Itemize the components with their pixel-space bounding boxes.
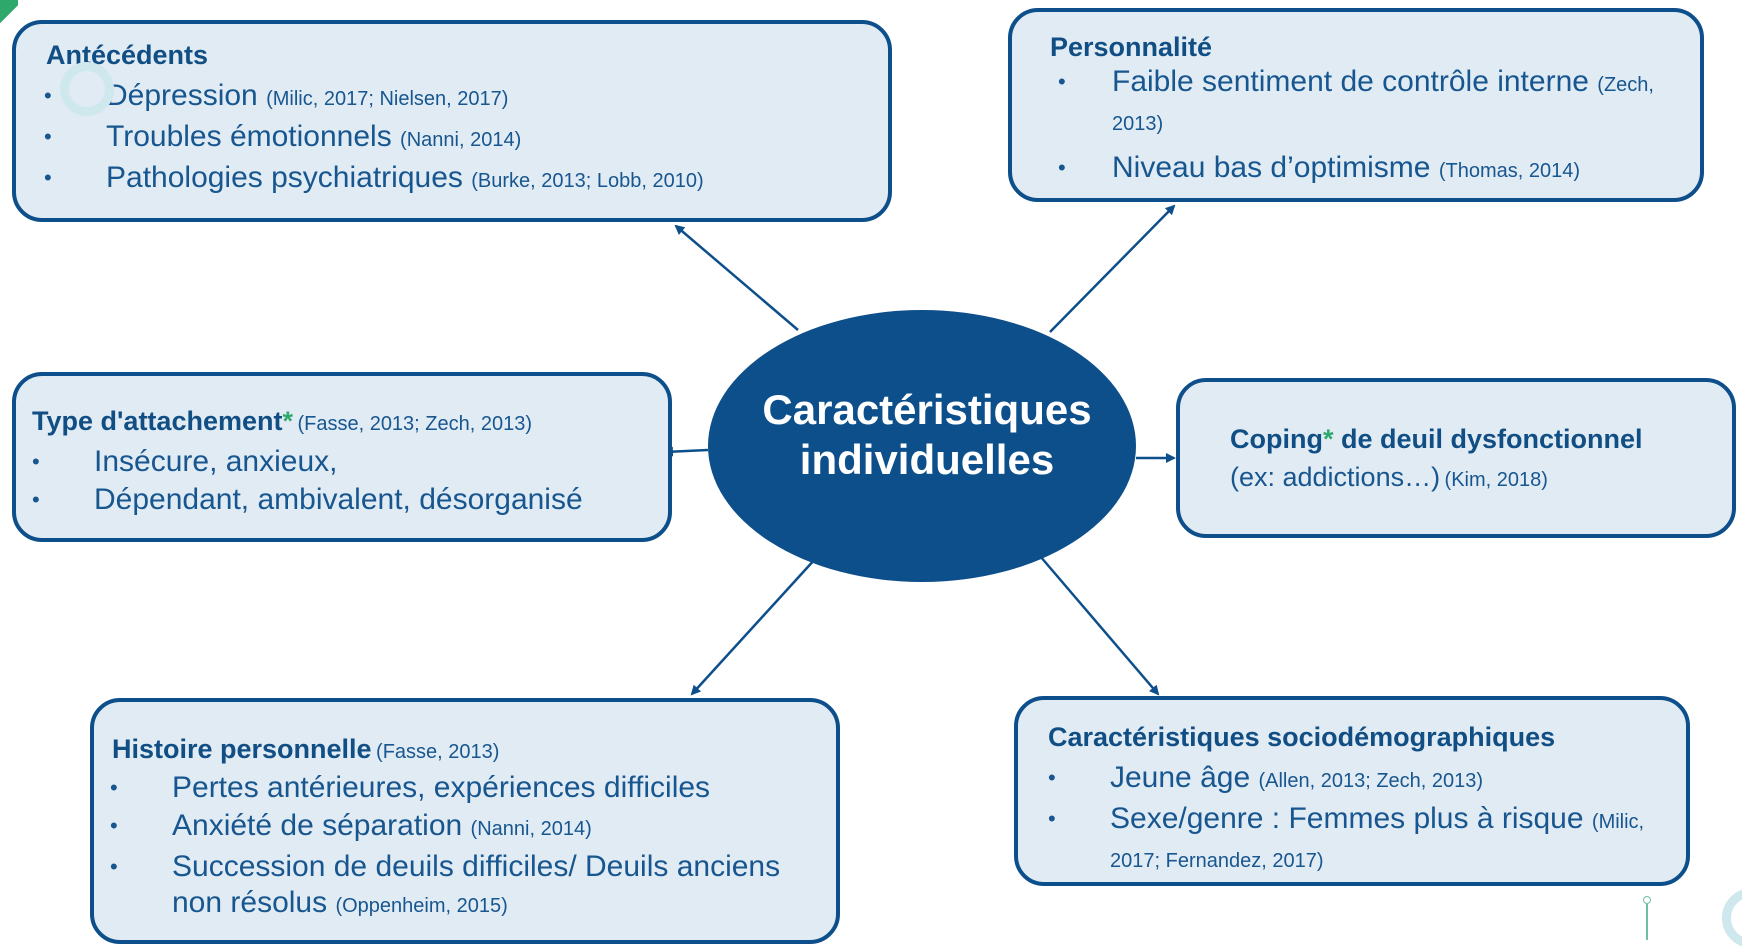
bullet: •: [110, 854, 118, 879]
corner-decoration: [0, 0, 18, 28]
bullet: •: [1058, 69, 1066, 94]
arrow-to-socio: [1039, 555, 1160, 696]
list-item: • Succession de deuils difficiles/ Deuils…: [110, 849, 832, 924]
antecedents-item-text: Dépression: [106, 79, 258, 112]
pin-decoration: [1643, 896, 1651, 940]
histoire-item-text: Succession de deuils difficiles/ Deuils …: [172, 850, 781, 919]
list-item: • Dépression (Milic, 2017; Nielsen, 2017): [44, 78, 886, 117]
personnalite-item-cite: (Zech, 2013): [1112, 74, 1654, 135]
list-item: • Niveau bas d’optimisme (Thomas, 2014): [1058, 150, 1692, 189]
antecedents-item-text: Troubles émotionnels: [106, 120, 392, 153]
antecedents-box: Antécédents •Dépression (Milic, 2017; Ni…: [12, 20, 892, 222]
arrow-to-attachement: [663, 446, 709, 457]
personnalite-box: Personnalité • Faible sentiment de contrô…: [1008, 8, 1704, 202]
bullet: •: [1058, 155, 1066, 180]
list-item: • Pertes antérieures, expériences diffici…: [110, 770, 832, 806]
bullet: •: [1048, 806, 1056, 831]
list-item: • Jeune âge (Allen, 2013; Zech, 2013): [1048, 760, 1680, 799]
personnalite-item-text: Faible sentiment de contrôle interne: [1112, 65, 1589, 98]
personnalite-item-cite: (Thomas, 2014): [1438, 160, 1580, 182]
list-item: • Anxiété de séparation (Nanni, 2014): [110, 808, 832, 847]
bullet: •: [1048, 765, 1056, 790]
center-ellipse: [708, 310, 1136, 582]
coping-example: (ex: addictions…): [1230, 462, 1441, 492]
personnalite-item-text: Niveau bas d’optimisme: [1112, 151, 1431, 184]
asterisk-mark: *: [282, 406, 293, 436]
antecedents-item-cite: (Nanni, 2014): [400, 129, 522, 151]
personnalite-title: Personnalité: [1050, 32, 1213, 62]
list-item: • Sexe/genre : Femmes plus à risque (Mili…: [1048, 801, 1680, 879]
coping-box: Coping* de deuil dysfonctionnel (ex: add…: [1176, 378, 1736, 538]
bullet: •: [44, 124, 52, 149]
center-label-line2: individuelles: [799, 436, 1055, 483]
list-item: • Pathologies psychiatriques (Burke, 2013…: [44, 160, 886, 199]
attachement-item-text: Dépendant, ambivalent, désorganisé: [94, 483, 583, 516]
socio-title: Caractéristiques sociodémographiques: [1048, 722, 1556, 752]
socio-item-cite: (Allen, 2013; Zech, 2013): [1258, 770, 1484, 792]
antecedents-item-text: Pathologies psychiatriques: [106, 161, 463, 194]
bullet: •: [110, 775, 118, 800]
bullet: •: [32, 487, 40, 512]
bullet: •: [44, 165, 52, 190]
bullet: •: [32, 449, 40, 474]
list-item: • Troubles émotionnels (Nanni, 2014): [44, 119, 886, 158]
socio-item-cite: (Milic, 2017; Fernandez, 2017): [1110, 811, 1645, 872]
histoire-item-cite: (Oppenheim, 2015): [335, 895, 508, 917]
attachement-item-text: Insécure, anxieux,: [94, 445, 338, 478]
coping-title-rest: de deuil dysfonctionnel: [1333, 424, 1643, 454]
attachement-box: Type d'attachement* (Fasse, 2013; Zech, …: [12, 372, 672, 542]
histoire-title: Histoire personnelle: [112, 734, 372, 764]
bullet: •: [44, 83, 52, 108]
list-item: • Dépendant, ambivalent, désorganisé: [32, 482, 664, 518]
arrow-to-antecedents: [674, 224, 799, 331]
socio-item-text: Jeune âge: [1110, 761, 1251, 794]
attachement-title: Type d'attachement: [32, 406, 283, 436]
histoire-item-text: Anxiété de séparation: [172, 809, 463, 842]
histoire-item-text: Pertes antérieures, expériences difficil…: [172, 771, 711, 804]
center-label-line1: Caractéristiques: [762, 386, 1092, 433]
histoire-box: Histoire personnelle (Fasse, 2013) • Pert…: [90, 698, 840, 944]
coping-title: Coping: [1230, 424, 1323, 454]
list-item: • Faible sentiment de contrôle interne (Z…: [1058, 64, 1692, 142]
ring-decoration: [60, 62, 114, 116]
antecedents-item-cite: (Milic, 2017; Nielsen, 2017): [266, 88, 509, 110]
antecedents-item-cite: (Burke, 2013; Lobb, 2010): [471, 170, 704, 192]
histoire-item-cite: (Nanni, 2014): [470, 818, 592, 840]
histoire-cite: (Fasse, 2013): [376, 741, 500, 763]
attachement-cite: (Fasse, 2013; Zech, 2013): [297, 413, 533, 435]
asterisk-mark: *: [1322, 424, 1334, 454]
list-item: • Insécure, anxieux,: [32, 444, 664, 480]
coping-cite: (Kim, 2018): [1444, 469, 1548, 491]
socio-box: Caractéristiques sociodémographiques • Je…: [1014, 696, 1690, 886]
socio-item-text: Sexe/genre : Femmes plus à risque: [1110, 802, 1584, 835]
center-label: Caractéristiques individuelles: [708, 385, 1146, 485]
arrow-to-histoire: [690, 557, 817, 696]
bullet: •: [110, 813, 118, 838]
arrow-to-personnalite: [1049, 204, 1176, 333]
